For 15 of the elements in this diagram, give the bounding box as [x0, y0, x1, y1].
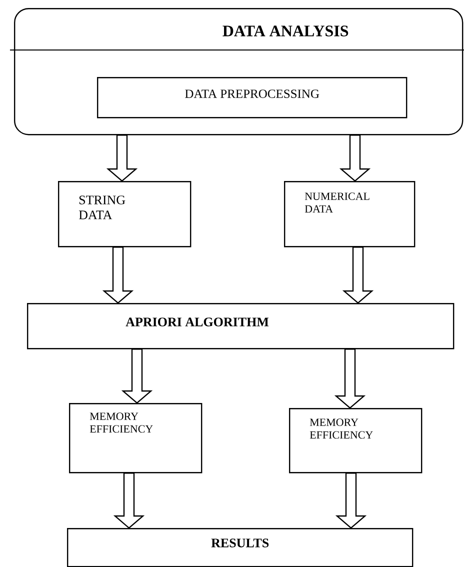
process-box: MEMORY EFFICIENCY [69, 403, 202, 474]
block-arrow [106, 134, 138, 182]
process-box: STRING DATA [58, 181, 192, 248]
block-arrow [342, 246, 374, 304]
process-box: NUMERICAL DATA [284, 181, 416, 248]
block-arrow [339, 134, 371, 182]
process-box: APRIORI ALGORITHM [27, 303, 454, 350]
block-arrow [102, 246, 134, 304]
block-arrow [113, 472, 145, 529]
block-arrow [335, 472, 367, 529]
block-arrow [334, 348, 366, 409]
block-arrow [121, 348, 153, 404]
process-box: DATA PREPROCESSING [97, 77, 408, 118]
process-box: RESULTS [67, 528, 414, 567]
process-box: MEMORY EFFICIENCY [289, 408, 422, 474]
